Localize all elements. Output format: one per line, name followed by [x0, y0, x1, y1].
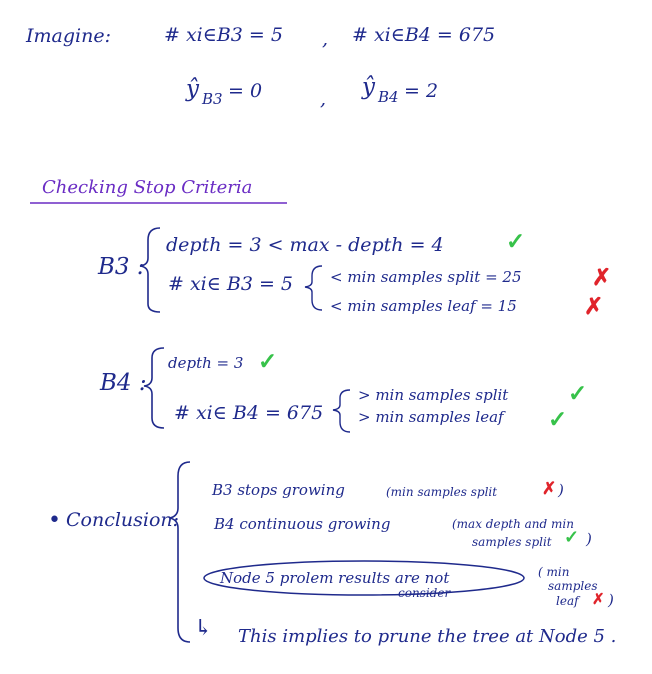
- yhat-b3-subscript: B3: [202, 90, 223, 108]
- b4-depth-check-icon: ✓: [258, 348, 278, 375]
- b4-brace: [143, 347, 165, 429]
- count-b4: # xi∈B4 = 675: [352, 24, 496, 46]
- conclusion-brace: [169, 461, 191, 643]
- conclusion-line-1: B3 stops growing: [212, 481, 345, 499]
- yhat-b3-value: = 0: [228, 80, 263, 102]
- b4-rule-brace: [332, 389, 351, 433]
- b3-leaf-cross-icon: ✗: [584, 293, 604, 320]
- b3-split-cross-icon: ✗: [592, 264, 612, 291]
- leaf-cross-icon: ✗: [592, 590, 605, 608]
- yhat-separator: ,: [320, 88, 327, 110]
- conclusion-line-3: Node 5 prolem results are not: [220, 569, 450, 587]
- conclusion-line-1-note: (min samples split: [386, 485, 498, 499]
- b3-rule-brace: [304, 265, 323, 311]
- conclusion-line-2-note: (max depth and min: [452, 517, 574, 531]
- conclusion-line-3-note-end: leaf: [556, 594, 579, 608]
- conclusion-line-2: B4 continuous growing: [214, 515, 391, 533]
- b4-label: B4 :: [100, 370, 147, 396]
- b4-split-check-icon: ✓: [568, 380, 588, 407]
- imagine-label: Imagine:: [26, 25, 111, 47]
- b3-brace: [139, 227, 161, 313]
- conclusion-line-3-note: ( min: [538, 565, 570, 579]
- b3-label: B3 :: [98, 254, 145, 280]
- conclusion-line-1-close: ): [558, 481, 564, 499]
- b4-depth: depth = 3: [168, 354, 244, 372]
- b3-depth-check-icon: ✓: [506, 228, 526, 255]
- conclusion-line-3-sub: consider: [398, 586, 451, 600]
- conclusion-line-2-note-cont: samples split: [472, 535, 552, 549]
- b3-rule-leaf: < min samples leaf = 15: [330, 297, 517, 315]
- b3-count: # xi∈ B3 = 5: [168, 273, 293, 295]
- conclusion-line-3-close: ): [608, 591, 614, 609]
- conclusion-line-2-close: ): [586, 530, 592, 548]
- b3-stop-cross-icon: ✗: [542, 479, 557, 499]
- conclusion-line-3-note-cont: samples: [548, 579, 598, 593]
- yhat-b4-symbol: ŷ: [362, 74, 375, 100]
- yhat-b4-value: = 2: [404, 80, 439, 102]
- conclusion-label: Conclusion:: [66, 509, 180, 531]
- b4-rule-split: > min samples split: [358, 386, 509, 404]
- b4-leaf-check-icon: ✓: [548, 406, 568, 433]
- implication-text: This implies to prune the tree at Node 5…: [238, 626, 617, 647]
- b4-rule-leaf: > min samples leaf: [358, 408, 504, 426]
- yhat-b3-symbol: ŷ: [186, 76, 199, 102]
- conclusion-bullet: •: [48, 508, 61, 533]
- implication-arrow-icon: ↳: [194, 616, 213, 641]
- yhat-b4-subscript: B4: [378, 88, 399, 106]
- imagine-separator: ,: [322, 28, 329, 50]
- node5-ellipse: [203, 560, 525, 596]
- b3-rule-split: < min samples split = 25: [330, 268, 522, 286]
- b4-count: # xi∈ B4 = 675: [174, 402, 324, 424]
- b3-depth: depth = 3 < max - depth = 4: [166, 234, 444, 256]
- b4-continue-check-icon: ✓: [564, 527, 580, 548]
- count-b3: # xi∈B3 = 5: [164, 24, 283, 46]
- section-title: Checking Stop Criteria: [42, 177, 253, 198]
